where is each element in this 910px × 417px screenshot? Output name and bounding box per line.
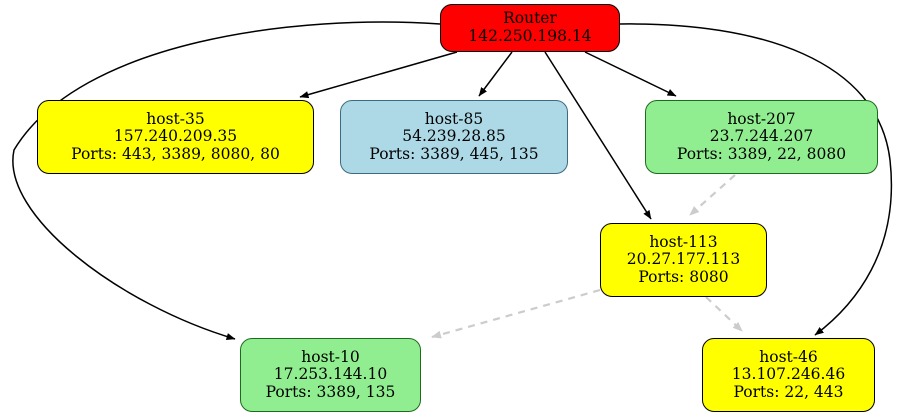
node-host-113[interactable]: host-113 20.27.177.113 Ports: 8080 (600, 223, 767, 297)
node-host-10-ports: Ports: 3389, 135 (265, 382, 396, 401)
node-router-ip: 142.250.198.14 (468, 27, 592, 45)
node-host-46-name: host-46 (759, 347, 818, 366)
node-host-85-ip: 54.239.28.85 (402, 127, 506, 146)
node-host-35-ip: 157.240.209.35 (113, 127, 238, 146)
node-host-10[interactable]: host-10 17.253.144.10 Ports: 3389, 135 (240, 338, 421, 412)
node-host-207-ip: 23.7.244.207 (709, 127, 814, 146)
edge-host-207-to-host-113 (689, 174, 736, 216)
node-router[interactable]: Router 142.250.198.14 (440, 4, 620, 52)
node-host-35[interactable]: host-35 157.240.209.35 Ports: 443, 3389,… (37, 100, 314, 174)
edge-router-to-host-207 (584, 51, 677, 97)
edge-router-to-host-85 (478, 51, 513, 97)
edge-router-to-host-10 (12, 21, 441, 341)
node-host-46[interactable]: host-46 13.107.246.46 Ports: 22, 443 (702, 338, 875, 412)
node-host-35-name: host-35 (146, 109, 205, 128)
node-host-85-name: host-85 (424, 109, 484, 128)
node-host-113-ip: 20.27.177.113 (626, 250, 741, 269)
node-host-85-ports: Ports: 3389, 445, 135 (369, 144, 539, 163)
node-host-35-ports: Ports: 443, 3389, 8080, 80 (71, 144, 280, 163)
node-host-10-name: host-10 (301, 347, 360, 366)
node-host-207-ports: Ports: 3389, 22, 8080 (676, 144, 847, 163)
node-host-10-ip: 17.253.144.10 (273, 365, 388, 384)
node-host-113-name: host-113 (649, 232, 718, 251)
node-host-113-ports: Ports: 8080 (638, 267, 729, 286)
edge-host-113-to-host-46 (705, 296, 743, 332)
node-host-85[interactable]: host-85 54.239.28.85 Ports: 3389, 445, 1… (340, 100, 568, 174)
node-host-46-ports: Ports: 22, 443 (733, 382, 844, 401)
edge-router-to-host-35 (299, 51, 458, 99)
node-host-207-name: host-207 (727, 109, 796, 128)
node-host-207[interactable]: host-207 23.7.244.207 Ports: 3389, 22, 8… (645, 100, 878, 174)
node-router-name: Router (503, 9, 557, 28)
edge-host-113-to-host-10 (431, 288, 601, 339)
node-host-46-ip: 13.107.246.46 (731, 365, 846, 384)
